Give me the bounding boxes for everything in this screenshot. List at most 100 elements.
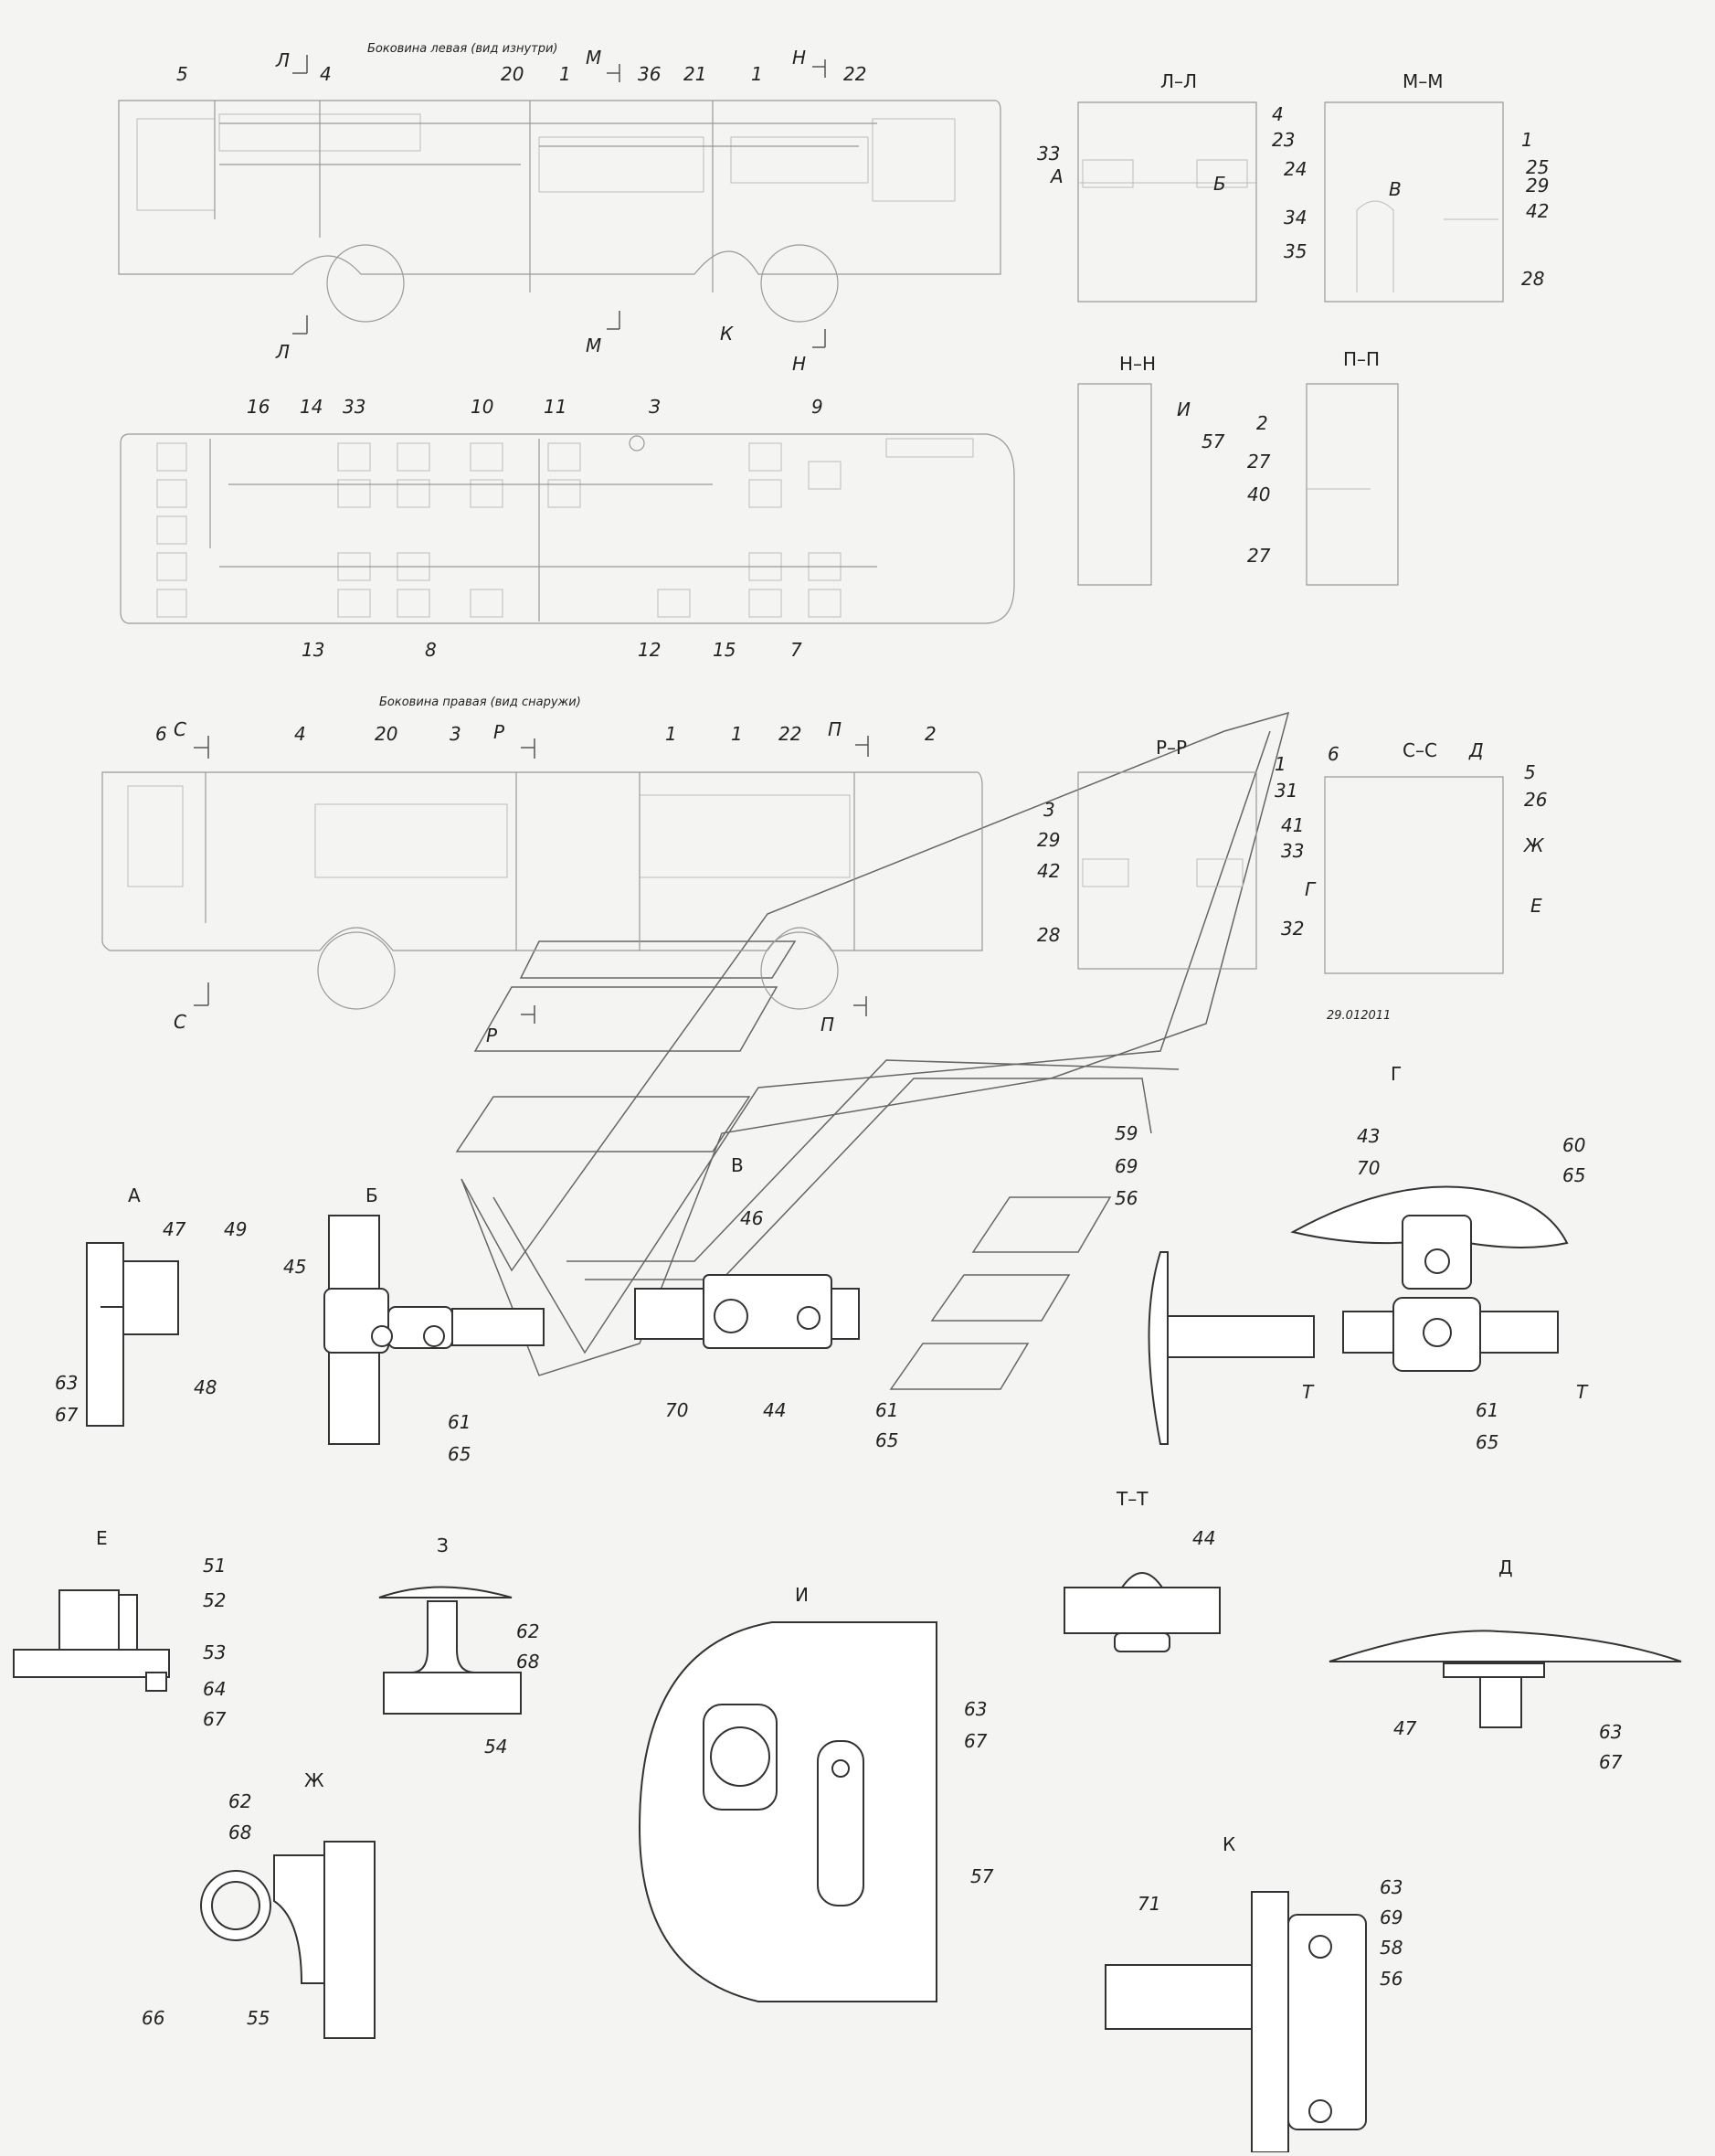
callout: 43 — [1357, 1125, 1380, 1147]
detail-D: Д 47 63 67 — [1329, 1556, 1682, 1773]
callout: 67 — [964, 1730, 988, 1752]
section-mark-S: С — [174, 1011, 186, 1033]
view-mark-V: В — [1389, 178, 1402, 200]
callout: 52 — [203, 1589, 226, 1611]
detail-Z: З 62 68 54 — [378, 1535, 539, 1758]
callout: 35 — [1284, 240, 1307, 262]
section-title: П–П — [1343, 348, 1380, 370]
callout: 33 — [1281, 840, 1304, 862]
callout: 23 — [1272, 129, 1295, 151]
callout: 63 — [964, 1698, 987, 1720]
right-side-title: Боковина правая (вид снаружи) — [379, 696, 581, 709]
callout: 70 — [1357, 1157, 1380, 1179]
callout: 65 — [448, 1443, 471, 1465]
left-side-view: Боковина левая (вид изнутри) Л Л М М Н Н… — [118, 42, 1001, 375]
callout: 71 — [1138, 1893, 1160, 1915]
watermark-arrows — [455, 711, 1290, 1390]
detail-title: В — [731, 1154, 744, 1176]
callout: 2 — [925, 723, 937, 745]
callout: 10 — [471, 396, 493, 418]
section-RR: Р–Р 1 31 3 29 42 28 — [1037, 737, 1297, 970]
callout: 67 — [55, 1404, 79, 1426]
detail-title: Т–Т — [1116, 1488, 1149, 1510]
right-side-view: Боковина правая (вид снаружи) С С Р Р П … — [101, 696, 983, 1046]
section-title: С–С — [1403, 739, 1437, 761]
callout: 2 — [1256, 412, 1268, 434]
callout: 42 — [1526, 200, 1549, 222]
callout: 15 — [713, 639, 736, 661]
callout: 56 — [1380, 1968, 1403, 1990]
callout: 24 — [1284, 158, 1307, 180]
callout: 28 — [1521, 268, 1544, 290]
callout: 61 — [1476, 1399, 1498, 1421]
callout: 57 — [970, 1865, 994, 1887]
section-NN: Н–Н И 57 — [1077, 353, 1225, 586]
callout: 60 — [1562, 1134, 1585, 1156]
callout: 68 — [228, 1821, 251, 1843]
plan-callouts: 16 14 33 10 11 9 З 13 8 12 15 7 — [247, 396, 823, 661]
doc-number: 29.012011 — [1327, 1009, 1391, 1023]
callout: 34 — [1284, 207, 1307, 228]
callout: 1 — [751, 63, 763, 85]
callout: 21 — [683, 63, 706, 85]
detail-G: Г 43 70 60 65 61 65 Т Т — [1290, 1063, 1589, 1453]
view-mark-E: Е — [1530, 895, 1542, 917]
section-mark-P: П — [828, 718, 842, 740]
callout: 64 — [203, 1678, 226, 1700]
callout: 20 — [375, 723, 397, 745]
callout: 28 — [1037, 924, 1060, 946]
callout: 63 — [1599, 1721, 1622, 1743]
callout: 57 — [1202, 430, 1225, 452]
callout: 48 — [194, 1376, 217, 1398]
callout: 41 — [1281, 814, 1304, 836]
section-mark-P: П — [820, 1014, 834, 1036]
callout: 69 — [1115, 1155, 1138, 1177]
callout: 63 — [1380, 1876, 1403, 1898]
detail-V: В 46 70 44 61 65 59 69 56 — [634, 1122, 1315, 1451]
callout: 4 — [294, 723, 306, 745]
callout: 29 — [1037, 829, 1060, 851]
detail-title: И — [795, 1584, 809, 1606]
plan-view: 16 14 33 10 11 9 З 13 8 12 15 7 — [120, 396, 1015, 661]
callout: 5 — [1524, 761, 1536, 783]
detail-I: И 63 67 57 — [638, 1584, 994, 2002]
callout: 1 — [1521, 129, 1533, 151]
left-side-callouts: 5 4 20 1 36 21 1 22 — [176, 63, 866, 85]
section-PP: П–П 2 27 40 27 — [1247, 348, 1399, 586]
view-mark-G: Г — [1305, 878, 1317, 900]
view-mark-Z: З — [649, 396, 661, 418]
callout: 66 — [142, 2007, 164, 2029]
callout: 61 — [448, 1411, 471, 1433]
callout: 12 — [638, 639, 661, 661]
callout: 65 — [1476, 1431, 1498, 1453]
view-mark-K: К — [720, 323, 734, 345]
callout: 65 — [1562, 1164, 1585, 1186]
section-mark-M: М — [586, 47, 601, 69]
callout: 45 — [283, 1256, 306, 1278]
callout: 27 — [1247, 545, 1271, 567]
callout: 65 — [875, 1429, 898, 1451]
detail-Zh: Ж 62 68 66 55 — [142, 1769, 376, 2039]
section-SS: С–С 6 Д 5 26 Ж 41 33 Г 32 Е 29.012011 — [1281, 739, 1547, 1023]
detail-title: Ж — [304, 1769, 324, 1791]
callout: 67 — [1599, 1751, 1623, 1773]
callout: 49 — [224, 1218, 247, 1240]
callout: 22 — [778, 723, 801, 745]
section-mark-R: Р — [486, 1025, 498, 1046]
callout: 53 — [203, 1641, 226, 1663]
view-mark-B: Б — [1213, 173, 1226, 195]
callout: 6 — [155, 723, 167, 745]
detail-K: К 71 63 69 58 56 — [1105, 1833, 1403, 2153]
detail-A: А 47 49 63 67 48 — [55, 1184, 247, 1427]
callout: 42 — [1037, 860, 1060, 882]
callout: 56 — [1115, 1187, 1138, 1209]
section-mark-S: С — [174, 718, 186, 740]
callout: 54 — [484, 1736, 507, 1758]
detail-title: Б — [365, 1184, 378, 1206]
detail-title: З — [437, 1535, 449, 1556]
callout: 33 — [1037, 143, 1060, 165]
callout: 62 — [516, 1620, 539, 1642]
callout: 68 — [516, 1651, 539, 1673]
detail-title: К — [1223, 1833, 1235, 1855]
